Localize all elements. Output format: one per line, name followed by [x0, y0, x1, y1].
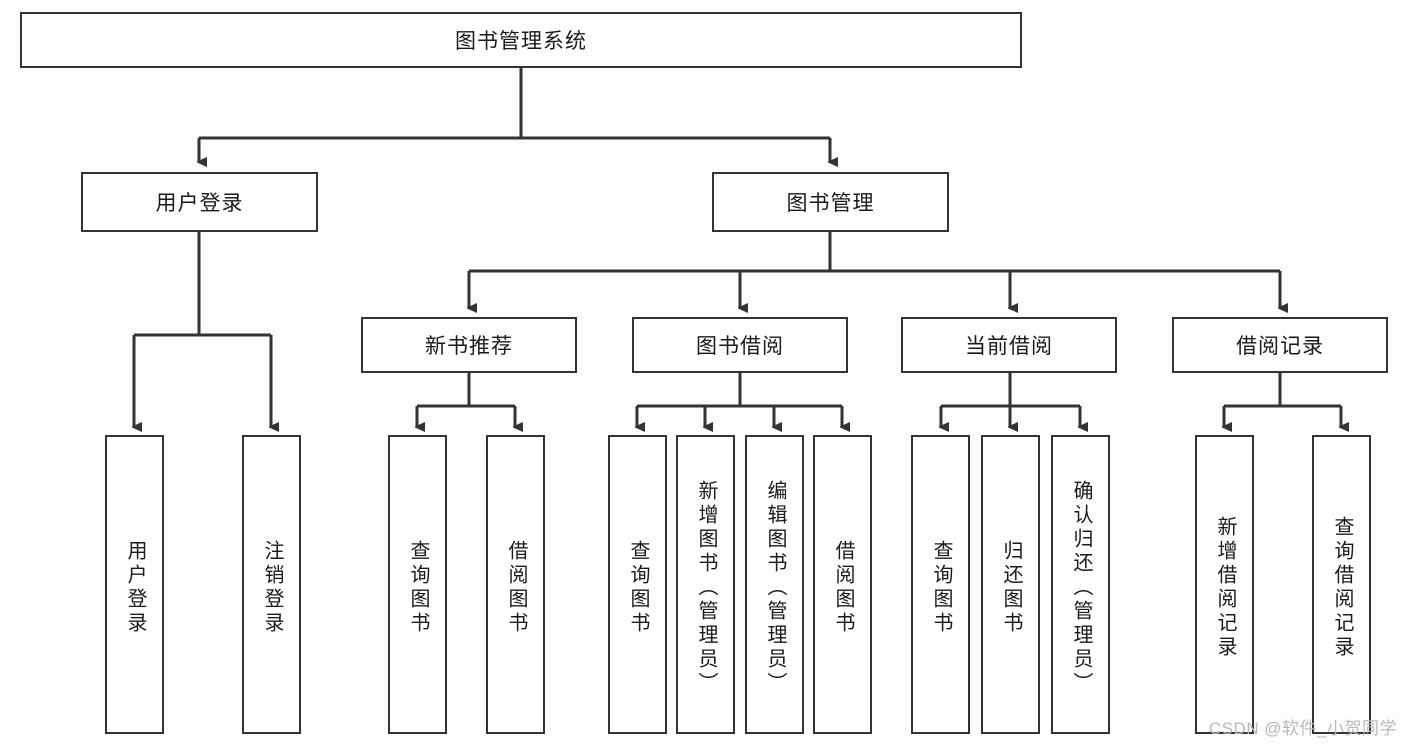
node-book-borrow[interactable]: 图书借阅 — [632, 317, 848, 373]
node-root-system[interactable]: 图书管理系统 — [20, 12, 1022, 68]
node-label: 借阅记录 — [1236, 335, 1324, 358]
node-label: 查询图书 — [627, 539, 649, 636]
leaf-confirm-return-admin[interactable]: 确认归还（管理员） — [1051, 435, 1110, 734]
node-label: 编辑图书（管理员） — [764, 479, 786, 696]
node-label: 借阅图书 — [832, 539, 854, 636]
node-label: 注销登录 — [261, 539, 283, 636]
node-label: 用户登录 — [124, 539, 146, 636]
leaf-current-query-book[interactable]: 查询图书 — [911, 435, 970, 734]
watermark: CSDN @软件_小贺同学 — [1208, 719, 1397, 738]
node-label: 图书管理 — [786, 192, 875, 215]
node-label: 查询借阅记录 — [1331, 515, 1353, 660]
node-label: 查询图书 — [930, 539, 952, 636]
node-label: 用户登录 — [155, 192, 244, 215]
leaf-borrow-query-book[interactable]: 查询图书 — [608, 435, 667, 734]
node-new-book-recommend[interactable]: 新书推荐 — [361, 317, 577, 373]
node-label: 新增借阅记录 — [1214, 515, 1236, 660]
node-current-borrow[interactable]: 当前借阅 — [901, 317, 1117, 373]
leaf-query-borrow-record[interactable]: 查询借阅记录 — [1312, 435, 1371, 734]
node-label: 新增图书（管理员） — [695, 479, 717, 696]
node-label: 归还图书 — [1000, 539, 1022, 636]
node-label: 借阅图书 — [505, 539, 527, 636]
leaf-add-book-admin[interactable]: 新增图书（管理员） — [676, 435, 735, 734]
leaf-borrow-book[interactable]: 借阅图书 — [813, 435, 872, 734]
leaf-new-book-query[interactable]: 查询图书 — [388, 435, 447, 734]
leaf-new-book-borrow[interactable]: 借阅图书 — [486, 435, 545, 734]
node-label: 图书管理系统 — [455, 30, 587, 53]
node-user-login[interactable]: 用户登录 — [81, 172, 318, 232]
leaf-user-login[interactable]: 用户登录 — [105, 435, 164, 734]
node-label: 当前借阅 — [965, 335, 1053, 358]
leaf-logout[interactable]: 注销登录 — [242, 435, 301, 734]
node-label: 新书推荐 — [425, 335, 513, 358]
node-label: 查询图书 — [407, 539, 429, 636]
node-borrow-record[interactable]: 借阅记录 — [1172, 317, 1388, 373]
node-label: 图书借阅 — [696, 335, 784, 358]
leaf-return-book[interactable]: 归还图书 — [981, 435, 1040, 734]
leaf-edit-book-admin[interactable]: 编辑图书（管理员） — [745, 435, 804, 734]
node-label: 确认归还（管理员） — [1070, 479, 1092, 696]
leaf-add-borrow-record[interactable]: 新增借阅记录 — [1195, 435, 1254, 734]
node-book-management[interactable]: 图书管理 — [712, 172, 949, 232]
